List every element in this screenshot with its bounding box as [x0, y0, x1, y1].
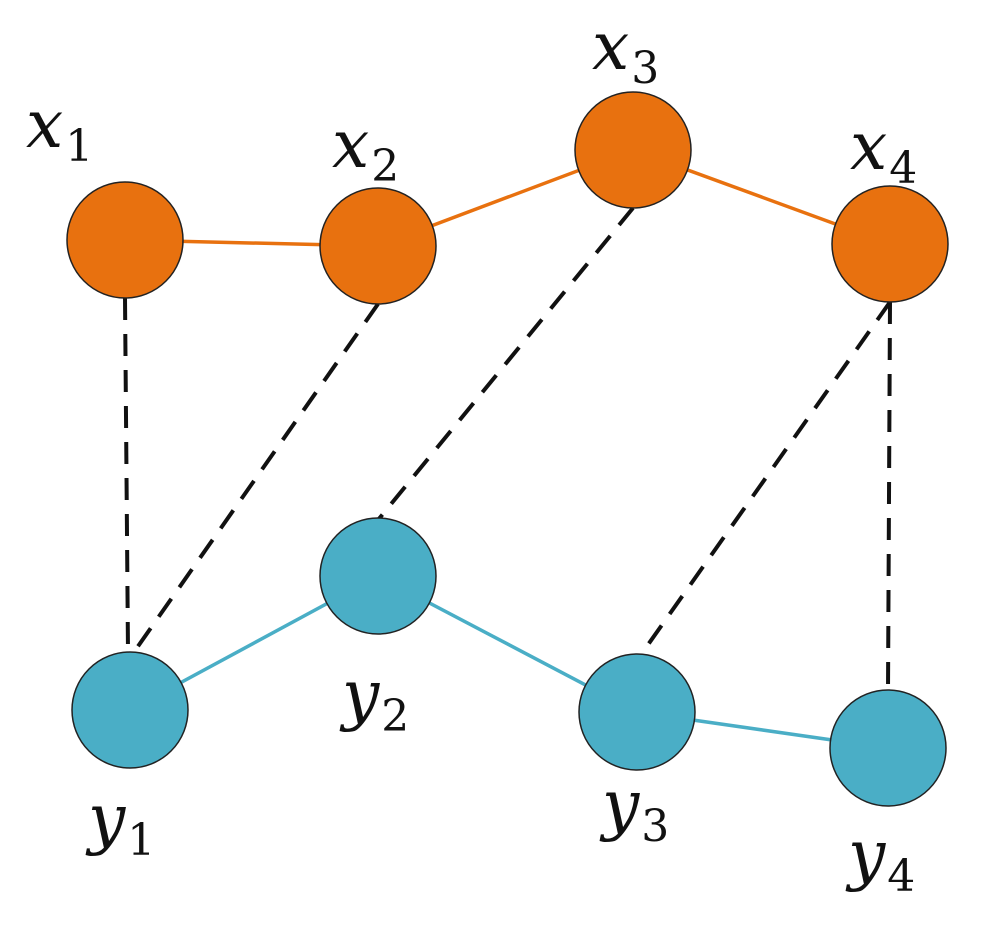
sequence-edges: [124, 148, 891, 750]
alignment-edge-x1-y1: [123, 297, 130, 653]
node-y3: [578, 653, 696, 771]
label-x4: x4: [850, 108, 918, 194]
node-y2: [319, 517, 437, 635]
label-y4: y4: [848, 816, 916, 902]
label-x1: x1: [26, 86, 94, 172]
label-x2: x2: [332, 106, 400, 192]
label-y2: y2: [342, 656, 410, 742]
label-x3: x3: [592, 8, 660, 94]
nodes: [66, 91, 949, 807]
node-x2: [319, 187, 437, 305]
alignment-edges: [123, 206, 892, 693]
node-y4: [829, 689, 947, 807]
node-x1: [66, 181, 184, 299]
alignment-edge-x4-y3: [638, 300, 892, 658]
node-x3: [574, 91, 692, 209]
node-x4: [831, 185, 949, 303]
label-y1: y1: [88, 780, 156, 866]
alignment-edge-x3-y2: [376, 206, 635, 522]
alignment-edge-x4-y4: [886, 301, 892, 693]
node-y1: [71, 651, 189, 769]
label-y3: y3: [602, 766, 670, 852]
